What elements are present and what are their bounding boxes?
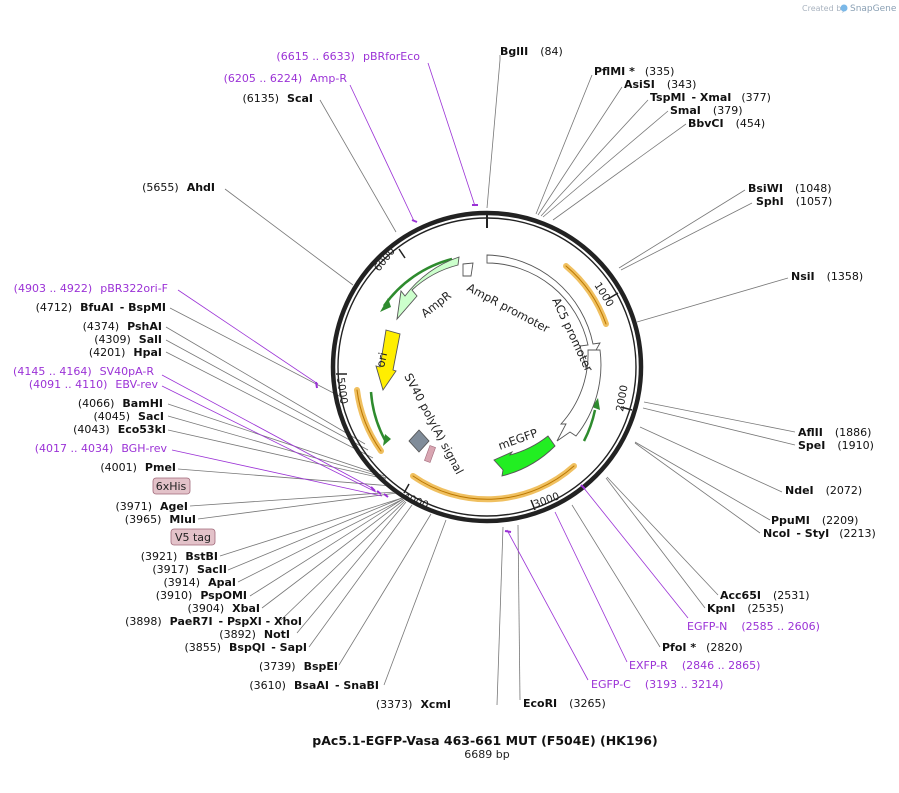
primer-pbr322ori-f: (4903 .. 4922)pBR322ori-F [14,282,168,295]
site-tspmi-xmai: TspMI- XmaI(377) [650,91,771,104]
site-spei: SpeI(1910) [798,439,874,452]
credit-brand: SnapGene [850,4,897,14]
credit-created-by: Created by [802,4,846,13]
feature-arrowhead-icon [383,434,391,446]
site-bfuai-bspmi: (4712)BfuAI- BspMI [36,301,166,314]
site-hpai: (4201)HpaI [89,346,162,359]
sv40-polya-marker [408,429,430,453]
site-pshai: (4374)PshAI [83,320,162,333]
site-ahdi: (5655)AhdI [142,181,215,194]
tag-v5 [170,528,216,546]
site-apai: (3914)ApaI [164,576,236,589]
site-ndei: NdeI(2072) [785,484,862,497]
site-ecori: EcoRI(3265) [523,697,606,710]
site-paer7i-pspxi-xhoi: (3898)PaeR7I- PspXI - XhoI [125,615,302,628]
tag-marker [424,445,436,463]
feature-label-ampr-promoter: AmpR promoter [465,280,552,335]
site-bglii: BglII(84) [500,45,563,58]
orange-features [354,263,609,503]
site-ncoi-styi: NcoI- StyI(2213) [763,527,876,540]
tag-6xhis [152,477,191,495]
primer-bgh-rev: (4017 .. 4034)BGH-rev [35,442,168,455]
site-mlui: (3965)MluI [125,513,196,526]
site-sacii: (3917)SacII [152,563,227,576]
megfp-arrow [493,435,556,477]
site-aflii: AflII(1886) [798,426,871,439]
feature-arrowhead-icon [380,298,391,312]
primer-sv40pa-r: (4145 .. 4164)SV40pA-R [13,365,154,378]
site-xcmi: (3373)XcmI [376,698,451,711]
tick-label-2000: 2000 [614,384,630,412]
ori-arrow [375,329,401,392]
ampr-promoter-box [462,262,474,277]
promoter-arrow-2 [556,349,602,442]
map-title: pAc5.1-EGFP-Vasa 463-661 MUT (F504E) (HK… [312,733,657,748]
site-bamhi: (4066)BamHI [78,397,163,410]
site-smai: SmaI(379) [670,104,743,117]
site-pfoi: PfoI *(2820) [662,641,743,654]
site-kpni: KpnI(2535) [707,602,784,615]
site-ppumi: PpuMI(2209) [771,514,858,527]
tag-v5-label: V5 tag [175,531,211,544]
site-xbai: (3904)XbaI [188,602,260,615]
site-bspei: (3739)BspEI [259,660,338,673]
primer-marks [315,204,586,533]
feature-label-ori: ori [373,351,390,369]
primer-amp-r: (6205 .. 6224)Amp-R [224,72,348,85]
site-bspqi-sapi: (3855)BspQI- SapI [184,641,307,654]
primer-egfp-n: EGFP-N(2585 .. 2606) [687,620,820,633]
tag-6xhis-label: 6xHis [156,480,187,493]
site-leader-lines [165,55,796,706]
map-length: 6689 bp [464,748,509,761]
site-sali: (4309)SalI [94,333,162,346]
primer-ebv-rev: (4091 .. 4110)EBV-rev [29,378,159,391]
site-bsaai-snabi: (3610)BsaAI- SnaBI [249,679,379,692]
scale-ticks [336,248,633,511]
site-nsii: NsiI(1358) [791,270,863,283]
feature-label-sv40-polya: SV40 poly(A) signal [401,371,466,477]
tick-label-4000: 4000 [401,491,430,512]
feature-arrowhead-icon [592,398,600,410]
feature-label-ampr: AmpR [418,288,454,320]
site-scai: (6135)ScaI [242,92,313,105]
primer-leader-lines [161,62,689,681]
ampr-arrow [396,256,460,321]
site-bsiwi: BsiWI(1048) [748,182,832,195]
site-agei: (3971)AgeI [115,500,188,513]
primer-exfp-r: EXFP-R(2846 .. 2865) [629,659,760,672]
snapgene-logo-icon [840,4,848,12]
tick-label-5000: 5000 [334,377,350,405]
site-asisi: AsiSI(343) [624,78,696,91]
site-bstbi: (3921)BstBI [141,550,218,563]
site-pflmi: PflMI *(335) [594,65,674,78]
primer-egfp-c: EGFP-C(3193 .. 3214) [591,678,723,691]
site-pmei: (4001)PmeI [100,461,176,474]
site-eco53ki: (4043)Eco53kI [73,423,166,436]
site-pspomi: (3910)PspOMI [156,589,247,602]
site-acc65i: Acc65I(2531) [720,589,810,602]
primer-pbrforeco: (6615 .. 6633)pBRforEco [276,50,420,63]
site-bbvci: BbvCI(454) [688,117,765,130]
site-sphi: SphI(1057) [756,195,832,208]
site-saci: (4045)SacI [93,410,164,423]
site-noti: (3892)NotI [219,628,290,641]
